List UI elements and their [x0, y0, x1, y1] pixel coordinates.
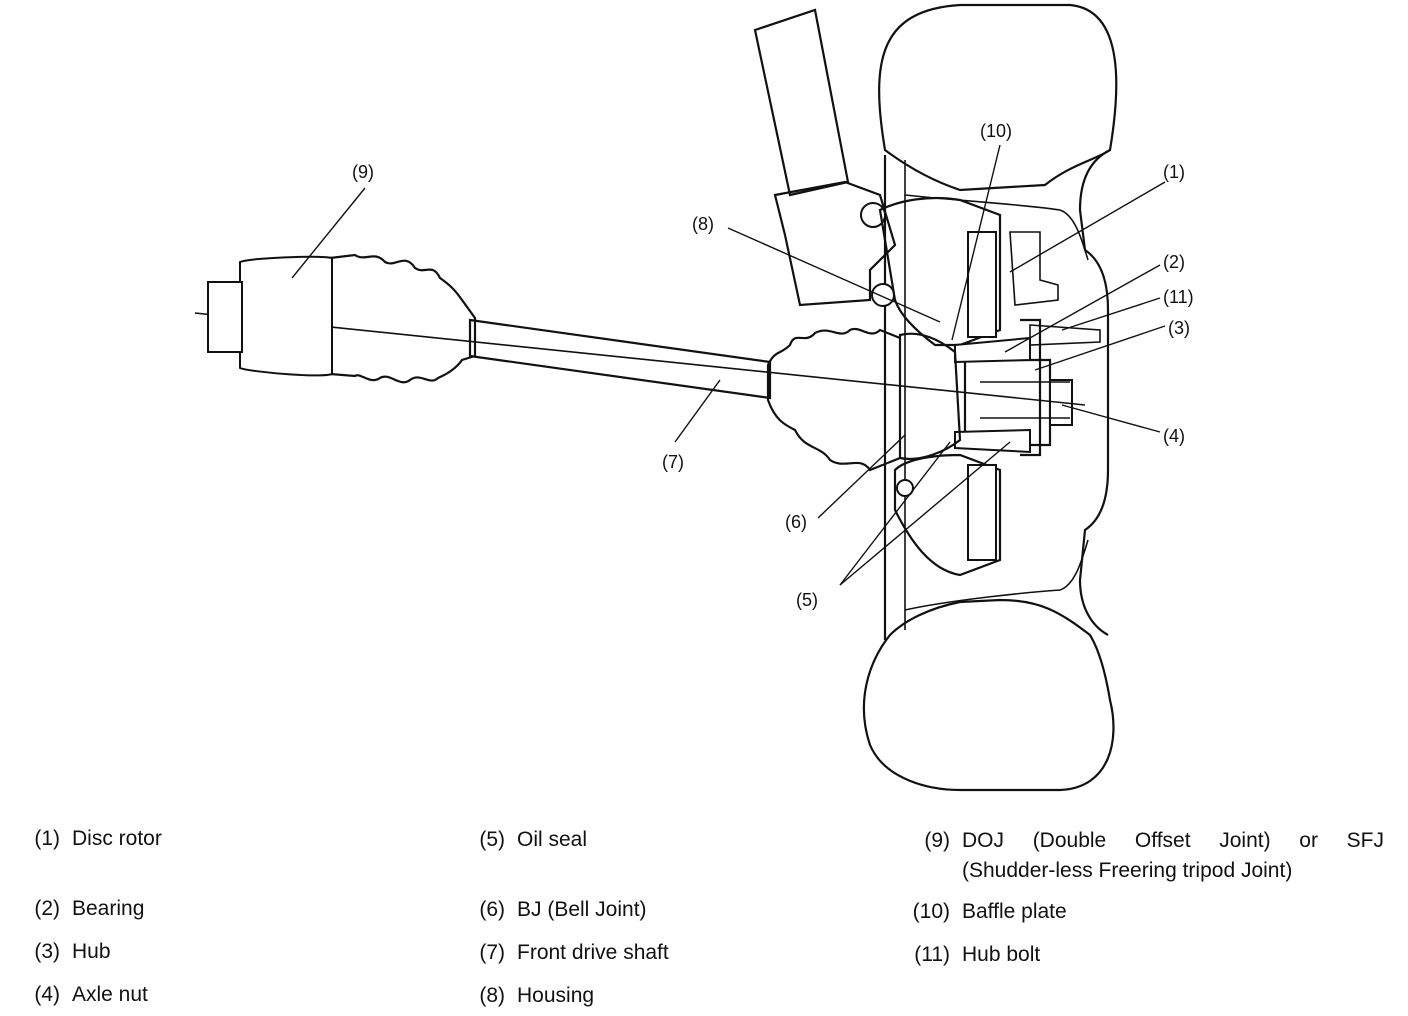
- callout-1: (1): [1163, 162, 1185, 182]
- leader-11: [1061, 297, 1161, 331]
- front-drive-shaft: [468, 318, 772, 400]
- leader-2: [1004, 264, 1161, 353]
- callout-7: (7): [662, 452, 684, 472]
- callout-11: (11): [1163, 287, 1194, 307]
- legend-num: (2): [34, 897, 60, 920]
- leader-8: [727, 227, 941, 323]
- housing-lower: [893, 453, 1002, 577]
- disc-rotor-lower: [967, 464, 997, 561]
- legend-label: BJ (Bell Joint): [517, 898, 647, 921]
- legend-label: Oil seal: [517, 828, 588, 851]
- legend-num: (9): [924, 829, 950, 852]
- strut-bracket: [773, 180, 897, 307]
- doj-housing: [239, 255, 333, 377]
- leader-1: [1009, 181, 1166, 273]
- legend-label: Bearing: [72, 897, 145, 920]
- legend-num: (3): [34, 940, 60, 963]
- leader-3: [1034, 325, 1166, 371]
- legend-num: (10): [912, 900, 950, 923]
- legend-label: Hub bolt: [962, 943, 1041, 966]
- inner-boot: [328, 253, 477, 384]
- legend-num: (1): [34, 827, 60, 850]
- doj-stub: [207, 281, 243, 353]
- leader-6: [817, 434, 906, 519]
- leader-5b: [839, 441, 1011, 586]
- leader-9: [291, 187, 366, 279]
- legend-num: (11): [914, 943, 950, 966]
- legend-label: Disc rotor: [72, 827, 162, 850]
- strut-bolt: [860, 202, 886, 228]
- leader-10: [951, 144, 1001, 341]
- legend-num: (6): [479, 898, 505, 921]
- caliper: [1009, 231, 1059, 306]
- lower-pivot: [896, 479, 914, 497]
- callout-9: (9): [352, 162, 374, 182]
- callout-8: (8): [692, 214, 714, 234]
- legend-label: Housing: [517, 984, 595, 1007]
- legend-num: (4): [34, 983, 60, 1006]
- callout-3: (3): [1168, 318, 1190, 338]
- legend-label-line1: DOJ (Double Offset Joint) or SFJ: [962, 829, 1384, 852]
- callout-5: (5): [796, 590, 818, 610]
- legend-label: Hub: [72, 940, 111, 963]
- legend-label: Front drive shaft: [517, 941, 669, 964]
- callout-10: (10): [980, 121, 1012, 141]
- legend-label: Baffle plate: [962, 900, 1067, 923]
- callout-2: (2): [1163, 252, 1185, 272]
- hub-flange: [1020, 318, 1042, 457]
- leader-4: [1061, 404, 1161, 433]
- disc-rotor-upper: [967, 231, 997, 338]
- legend-num: (5): [479, 828, 505, 851]
- drive-shaft-diagram: (1) (2) (11) (3) (4) (10) (8) (9) (7) (6…: [194, 3, 1194, 792]
- outer-boot: [766, 327, 901, 472]
- shaft-axis: [194, 312, 1086, 406]
- tire-upper: [878, 3, 1118, 192]
- bell-joint: [898, 332, 962, 460]
- callout-4: (4): [1163, 426, 1185, 446]
- leader-7: [674, 379, 721, 443]
- legend-label-line2: (Shudder-less Freering tripod Joint): [962, 859, 1293, 882]
- callout-6: (6): [785, 512, 807, 532]
- tire-lower: [862, 598, 1115, 792]
- housing: [878, 196, 1002, 347]
- legend-label: Axle nut: [72, 983, 148, 1006]
- leader-5a: [839, 441, 951, 586]
- legend-num: (8): [479, 984, 505, 1007]
- legend-num: (7): [479, 941, 505, 964]
